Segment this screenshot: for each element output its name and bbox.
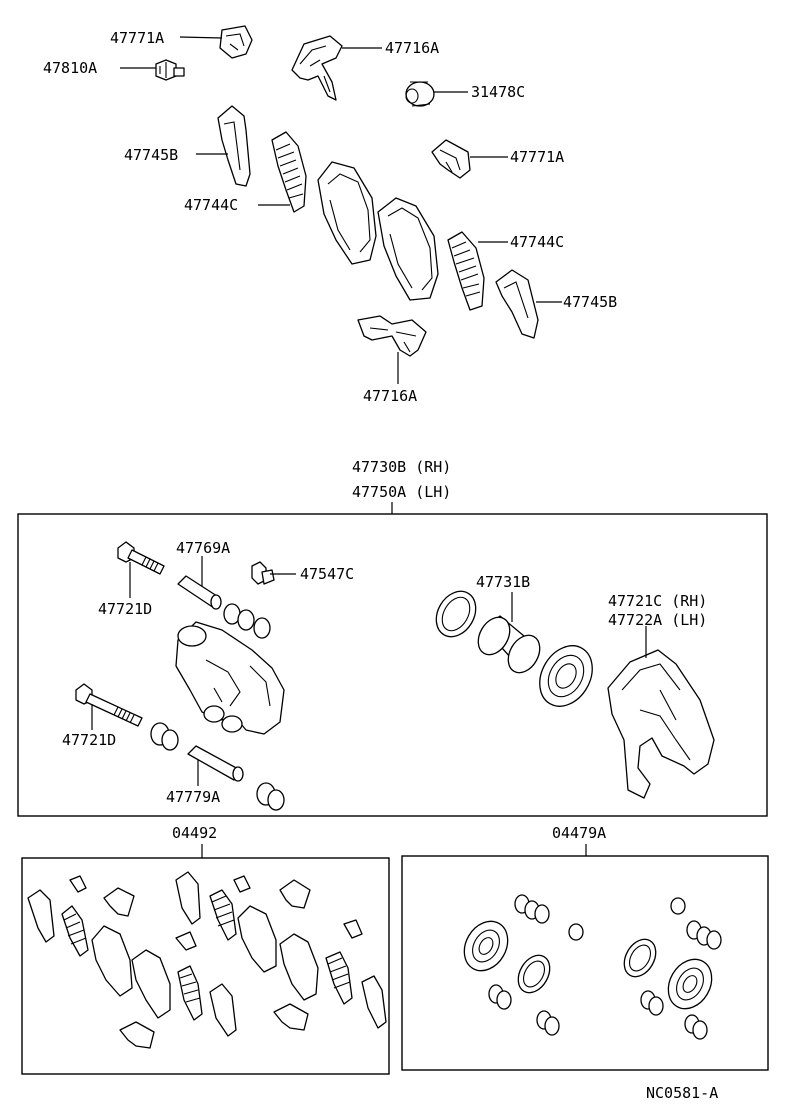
label-47771A-top: 47771A (110, 29, 164, 47)
anti-squeal-shim-right-part (447, 231, 485, 311)
bleeder-bolt-part (155, 59, 185, 81)
brake-pad-inner-part (317, 161, 377, 265)
pad-shim-left-part (217, 105, 251, 187)
label-47721D-top: 47721D (98, 600, 152, 618)
bleeder-plug-part (251, 561, 275, 585)
anti-squeal-shim-left-part (271, 131, 307, 213)
slide-pin-part (187, 745, 244, 782)
pad-clip-right-part (431, 139, 471, 179)
label-47716A-bottom: 47716A (363, 387, 417, 405)
brake-pad-outer-part (377, 197, 439, 301)
drawing-number: NC0581-A (646, 1084, 718, 1102)
label-kit-04492: 04492 (172, 824, 217, 842)
label-kit-04479A: 04479A (552, 824, 606, 842)
label-47745B-right: 47745B (563, 293, 617, 311)
leader-line (179, 36, 223, 39)
dust-boot-part (223, 603, 271, 639)
pad-kit-box (21, 857, 390, 1075)
piston-seal-part (435, 590, 477, 638)
label-47731B: 47731B (476, 573, 530, 591)
label-mount-lh: 47722A (LH) (608, 611, 707, 629)
label-47810A: 47810A (43, 59, 97, 77)
piston-part (477, 615, 541, 674)
label-mount-rh: 47721C (RH) (608, 592, 707, 610)
label-47744C-right: 47744C (510, 233, 564, 251)
guide-bolt-top-part (117, 541, 165, 575)
bushing-part (405, 81, 435, 107)
seal-kit-parts (463, 894, 722, 1040)
anti-squeal-spring-bottom-part (357, 315, 427, 357)
guide-bolt-bottom-part (75, 683, 143, 727)
label-47745B-left: 47745B (124, 146, 178, 164)
bushing-sleeve-part (177, 575, 222, 610)
caliper-assembly-box (17, 513, 768, 817)
label-47769A: 47769A (176, 539, 230, 557)
label-31478C: 31478C (471, 83, 525, 101)
seal-kit-box (401, 855, 769, 1071)
cylinder-boot-part (539, 645, 593, 707)
dust-boot-small-part (150, 722, 179, 751)
label-47716A-top: 47716A (385, 39, 439, 57)
anti-squeal-spring-top-part (291, 35, 343, 101)
label-47779A: 47779A (166, 788, 220, 806)
label-caliper-rh: 47730B (RH) (352, 458, 451, 476)
label-47547C: 47547C (300, 565, 354, 583)
label-47721D-bottom: 47721D (62, 731, 116, 749)
caliper-mounting-part (607, 649, 715, 799)
label-caliper-lh: 47750A (LH) (352, 483, 451, 501)
pad-kit-parts (27, 871, 387, 1049)
label-47771A-right: 47771A (510, 148, 564, 166)
pad-shim-right-part (495, 269, 539, 339)
caliper-body-part (175, 621, 285, 735)
dust-boot-lower-part (256, 782, 285, 811)
label-47744C-left: 47744C (184, 196, 238, 214)
pad-clip-top-part (219, 25, 253, 59)
